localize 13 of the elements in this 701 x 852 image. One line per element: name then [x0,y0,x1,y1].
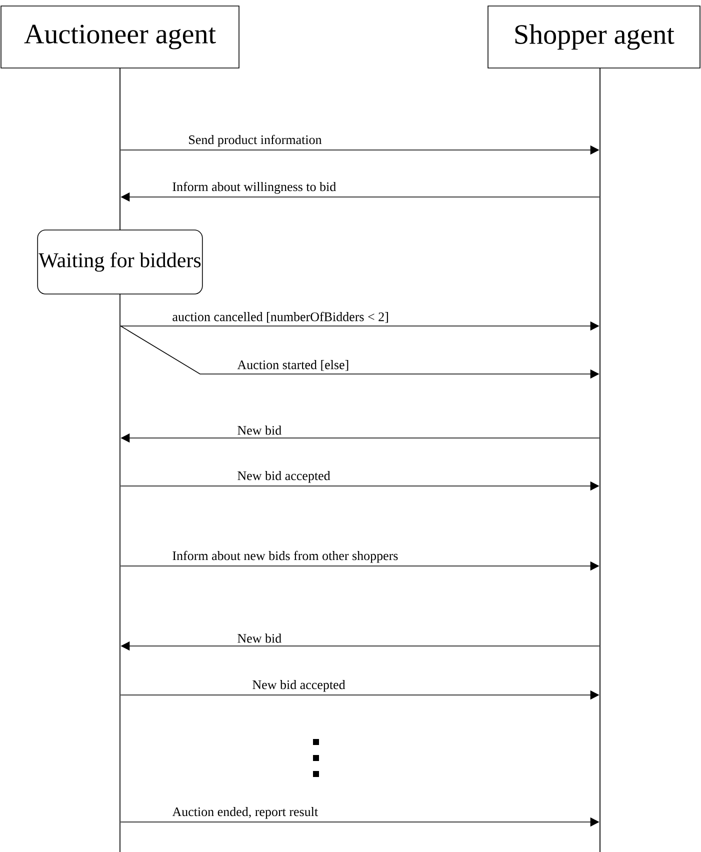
edge-label: Inform about willingness to bid [171,180,338,195]
edge-label: Inform about new bids from other shoppers [171,550,400,564]
lifeline-head-box: Shopper agent [488,6,700,68]
edge-label: New bid accepted [251,679,346,693]
state-box: Waiting for bidders [37,230,203,294]
edge-label: New bid [236,632,283,644]
edge-label: auction cancelled [numberOfBidders < 2] [171,310,390,324]
edge-label: Auction ended, report result [171,806,320,820]
edge-label: New bid accepted [236,470,332,484]
edge-label: Auction started [else] [236,359,350,372]
lifeline-head-box: Auctioneer agent [0,6,240,68]
edge-label: New bid [236,424,283,436]
edge-label: Send product information [187,134,323,148]
